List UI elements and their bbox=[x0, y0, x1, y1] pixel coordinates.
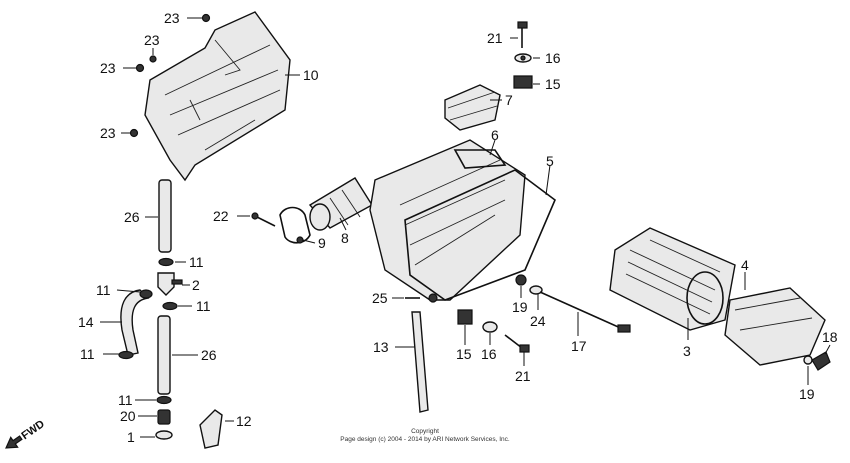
callout-11-c: 11 bbox=[196, 298, 211, 314]
callout-16-bottom: 16 bbox=[481, 346, 497, 362]
fwd-indicator: FWD bbox=[5, 418, 47, 449]
callout-24: 24 bbox=[530, 313, 546, 329]
part-19-nut-right bbox=[803, 355, 813, 365]
callout-7: 7 bbox=[505, 92, 513, 108]
part-8-intake-tube bbox=[308, 177, 373, 231]
part-11-clamp-lower bbox=[156, 395, 172, 405]
callout-11-d: 11 bbox=[80, 346, 95, 362]
callout-19-right: 19 bbox=[799, 386, 815, 402]
part-10-cover bbox=[144, 11, 291, 182]
fwd-arrow-icon bbox=[5, 435, 23, 449]
part-26-upper-tube bbox=[158, 179, 172, 253]
part-3-filter-element bbox=[609, 227, 736, 331]
copyright-line-2: Page design (c) 2004 - 2014 by ARI Netwo… bbox=[340, 436, 510, 443]
callout-3: 3 bbox=[683, 343, 691, 359]
callout-17: 17 bbox=[571, 338, 587, 354]
callout-21-bottom: 21 bbox=[515, 368, 531, 384]
callout-23-d: 23 bbox=[100, 125, 116, 141]
part-19-nut bbox=[515, 274, 527, 286]
callout-16-top: 16 bbox=[545, 50, 561, 66]
callout-19-mid: 19 bbox=[512, 299, 528, 315]
callout-15-bottom: 15 bbox=[456, 346, 472, 362]
part-26-lower-tube bbox=[157, 315, 171, 395]
part-15-grommet-top bbox=[513, 75, 533, 89]
callout-10: 10 bbox=[303, 67, 319, 83]
callout-11-b: 11 bbox=[96, 282, 111, 298]
part-7-connecting-boot bbox=[444, 84, 501, 131]
leader-lines bbox=[100, 17, 831, 438]
callout-11-a: 11 bbox=[189, 254, 204, 270]
callout-15-top: 15 bbox=[545, 76, 561, 92]
part-17-rod bbox=[539, 291, 631, 333]
part-11-clamp-left bbox=[118, 289, 153, 360]
part-24-washer bbox=[529, 285, 543, 295]
callout-23-b: 23 bbox=[144, 32, 160, 48]
part-11-clamp-mid bbox=[162, 301, 178, 311]
part-12-strap bbox=[199, 409, 223, 449]
callout-12: 12 bbox=[236, 413, 252, 429]
callout-23-a: 23 bbox=[164, 10, 180, 26]
part-9-clamp bbox=[279, 206, 311, 244]
callout-26-lower: 26 bbox=[201, 347, 217, 363]
part-11-clamp-upper bbox=[158, 257, 174, 267]
part-18-wing-nut bbox=[811, 351, 831, 371]
part-6-air-cleaner-case bbox=[369, 139, 526, 303]
callout-11-e: 11 bbox=[118, 392, 133, 408]
fwd-label: FWD bbox=[20, 418, 47, 442]
callout-6: 6 bbox=[491, 127, 499, 143]
part-5-gasket bbox=[404, 169, 556, 301]
callout-13: 13 bbox=[373, 339, 389, 355]
callout-8: 8 bbox=[341, 230, 349, 246]
part-20-drain-plug bbox=[157, 409, 171, 425]
callout-numbers: 23 23 23 23 10 21 16 15 7 6 5 22 8 9 26 … bbox=[78, 10, 838, 445]
callout-23-c: 23 bbox=[100, 60, 116, 76]
part-22-screw bbox=[251, 212, 276, 227]
copyright-line-1: Copyright bbox=[411, 428, 439, 435]
callout-4: 4 bbox=[741, 257, 749, 273]
callout-21-top: 21 bbox=[487, 30, 503, 46]
part-21-bolt-bottom bbox=[504, 334, 530, 353]
callout-2: 2 bbox=[192, 277, 200, 293]
part-15-grommet-bottom bbox=[457, 309, 473, 325]
callout-25: 25 bbox=[372, 290, 388, 306]
callout-26-upper: 26 bbox=[124, 209, 140, 225]
part-16-washer-top bbox=[514, 53, 532, 63]
part-14-hose bbox=[120, 289, 150, 356]
part-2-joint bbox=[157, 272, 183, 296]
callout-1: 1 bbox=[127, 429, 135, 445]
callout-18: 18 bbox=[822, 329, 838, 345]
callout-20: 20 bbox=[120, 408, 136, 424]
callout-14: 14 bbox=[78, 314, 94, 330]
callout-9: 9 bbox=[318, 235, 326, 251]
part-13-drain-tube bbox=[411, 311, 429, 413]
part-1-clip bbox=[155, 430, 173, 440]
part-16-washer-bottom bbox=[482, 321, 498, 333]
part-4-filter-cover bbox=[724, 287, 826, 366]
part-21-bolt-top bbox=[517, 21, 528, 48]
callout-22: 22 bbox=[213, 208, 229, 224]
callout-5: 5 bbox=[546, 153, 554, 169]
part-23-bolts bbox=[129, 13, 211, 138]
